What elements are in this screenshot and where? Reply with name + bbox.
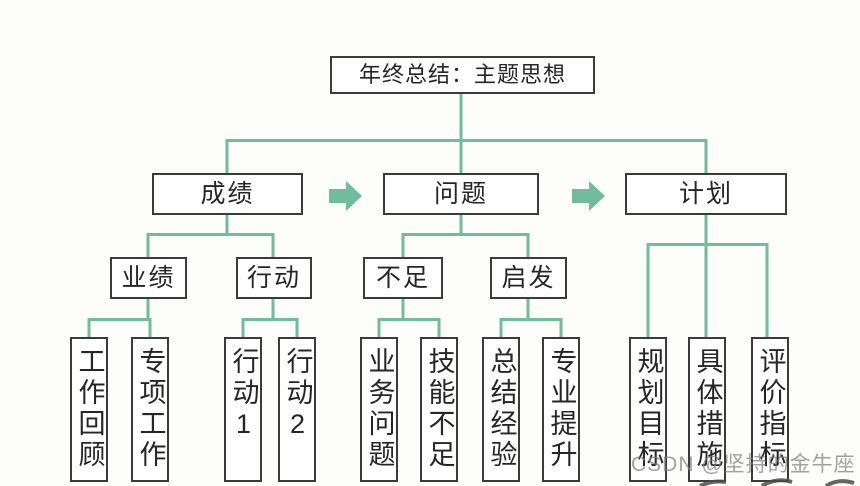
leaf-work-review: 工作回顾: [70, 337, 108, 482]
arrow-problems-to-plans-icon: [572, 181, 605, 211]
node-problems: 问题: [383, 173, 539, 215]
node-performance: 业绩: [110, 257, 187, 299]
leaf-action-1: 行动1: [224, 337, 262, 482]
node-root: 年终总结：主题思想: [330, 56, 595, 94]
leaf-summary-experience: 总结经验: [482, 337, 520, 482]
leaf-concrete-measures: 具体措施: [688, 337, 726, 482]
leaf-action-2: 行动2: [278, 337, 316, 482]
watermark: CSDN @坚持的金牛座: [631, 453, 856, 476]
leaf-special-work: 专项工作: [131, 337, 169, 482]
leaf-business-issue: 业务问题: [360, 337, 398, 482]
leaf-evaluation-metrics: 评价指标: [751, 337, 789, 482]
leaf-skill-gap: 技能不足: [420, 337, 458, 482]
node-achievements: 成绩: [152, 173, 303, 215]
node-shortcomings: 不足: [363, 257, 443, 299]
leaf-planning-goal: 规划目标: [629, 337, 667, 482]
arrow-achievements-to-problems-icon: [329, 181, 362, 211]
node-actions: 行动: [236, 257, 312, 299]
leaf-professional-growth: 专业提升: [542, 337, 580, 482]
node-inspirations: 启发: [490, 257, 567, 299]
node-plans: 计划: [625, 173, 787, 215]
